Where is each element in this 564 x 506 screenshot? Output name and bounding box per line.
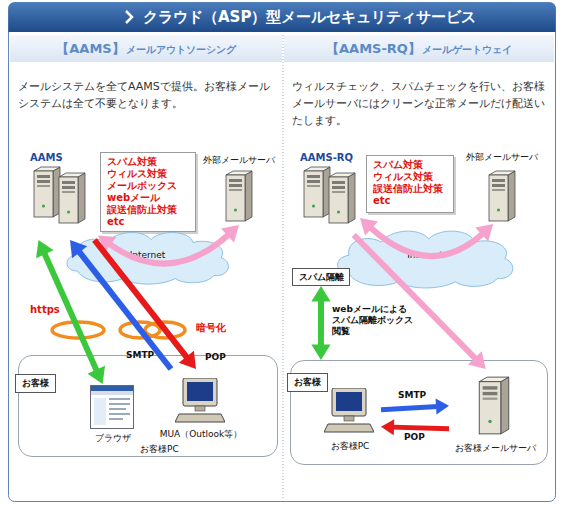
edge-label: https — [30, 304, 60, 315]
arrow-line — [381, 406, 438, 409]
feature-list: スパム対策 ウィルス対策 誤送信防止対策 etc — [373, 159, 447, 207]
browser-icon — [91, 386, 134, 429]
pc-icon — [175, 378, 225, 422]
server-name: AAMS-RQ — [300, 152, 353, 163]
arrow-head — [436, 399, 449, 415]
server-icon — [34, 167, 60, 217]
server-icon — [59, 173, 85, 223]
column-subheading: メールアウトソーシング — [126, 42, 236, 58]
feature-callout: スパム対策 ウィルス対策 誤送信防止対策 etc — [366, 155, 454, 213]
arrow-head — [360, 218, 378, 236]
column-header-band — [10, 35, 282, 62]
server-name: AAMS — [30, 152, 63, 163]
area-tag: お客様 — [15, 374, 56, 393]
area-tag: お客様 — [287, 373, 328, 392]
arrow-head — [381, 419, 394, 435]
arrow-line — [109, 234, 229, 264]
edge-label: POP — [205, 352, 226, 363]
outer-frame — [9, 3, 556, 502]
edge-label: webメールによるスパム隔離ボックス閲覧 — [332, 304, 414, 337]
server-icon — [329, 173, 355, 223]
clean-mail-arrow — [354, 235, 486, 369]
column-heading: 【AAMS-RQ】 — [326, 41, 421, 57]
title-band — [9, 3, 556, 33]
column-separator — [283, 35, 284, 500]
arrow-head — [311, 344, 330, 360]
column-heading: 【AAMS】 — [56, 41, 124, 57]
header-row: 【AAMS】メールアウトソーシング — [10, 35, 282, 62]
server-icon — [304, 167, 330, 217]
pop-arrow — [95, 240, 197, 369]
arrow-line — [392, 427, 449, 429]
title-chevron — [126, 11, 132, 23]
column-description: ウィルスチェック、スパムチェックを行い、お客様メールサーバにはクリーンな正常メー… — [292, 78, 546, 129]
edge-label: SMTP — [126, 350, 154, 361]
client-label: MUA（Outlook等） — [151, 429, 251, 440]
client-label: ブラウザ — [87, 433, 139, 444]
arrow-line — [78, 250, 171, 369]
arrow-line — [95, 240, 188, 359]
server-label: 外部メールサーバ — [458, 152, 546, 163]
arrow-head — [87, 366, 105, 384]
arrow-head — [475, 224, 493, 242]
feature-list: スパム対策 ウィルス対策 メールボックス webメール 誤送信防止対策 etc — [107, 156, 189, 228]
edge-label: SMTP — [398, 390, 426, 401]
arrow-head — [221, 225, 239, 243]
pc-icon — [324, 388, 374, 432]
smtp-arrow — [381, 399, 449, 415]
column-description: メールシステムを全てAAMSで提供。お客様メールシステムは全て不要となります。 — [18, 78, 274, 112]
quarantine-view-arrow — [311, 286, 330, 360]
arrow-head — [36, 240, 54, 258]
encryption-note: 暗号化 — [196, 322, 226, 333]
server-label: お客様メールサーバ — [449, 443, 541, 454]
arrow-head — [468, 351, 486, 369]
arrow-line — [318, 299, 324, 346]
arrow-line — [370, 227, 484, 256]
spam-quarantine-box: スパム隔離 — [292, 268, 350, 286]
mail-transfer-arrow — [98, 225, 239, 264]
edge-label: POP — [404, 432, 425, 443]
arrow-head — [70, 240, 87, 258]
mail-transfer-arrow — [360, 218, 493, 256]
header-row: 【AAMS-RQ】メールゲートウェイ — [284, 35, 554, 62]
column-subheading: メールゲートウェイ — [422, 42, 512, 58]
arrow-line — [354, 235, 477, 360]
arrow-head — [179, 351, 196, 369]
customer-area: お客様お客様PC お客様メールサーバ — [290, 360, 548, 465]
column-header-band — [284, 35, 554, 62]
box-label: スパム隔離 — [293, 272, 349, 283]
server-icon — [479, 377, 509, 434]
smtp-arrow — [70, 240, 171, 369]
feature-callout: スパム対策 ウィルス対策 メールボックス webメール 誤送信防止対策 etc — [100, 152, 196, 232]
title-text: クラウド（ASP）型メールセキュリティサービス — [143, 8, 476, 26]
server-icon — [489, 171, 515, 221]
server-icon — [226, 171, 252, 221]
server-label: 外部メールサーバ — [200, 155, 278, 166]
pc-label: お客様PC — [319, 441, 381, 452]
customer-area: お客様ブラウザ MUA（Outlook等） — [18, 355, 278, 457]
pc-caption: お客様PC — [140, 444, 179, 455]
arrow-head — [311, 286, 330, 302]
